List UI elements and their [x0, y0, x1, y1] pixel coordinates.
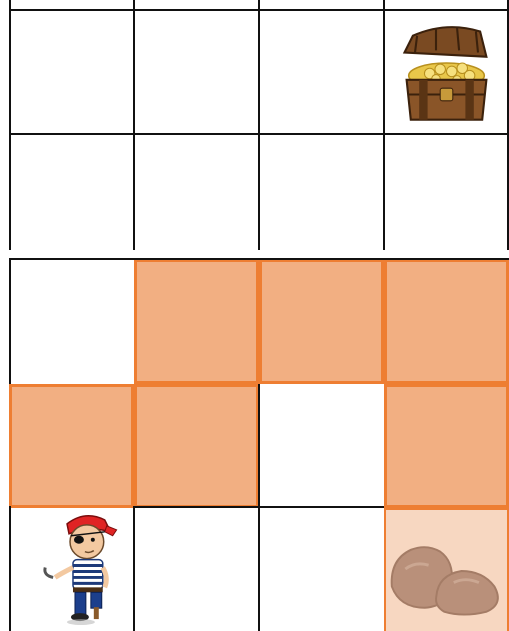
board-cell-empty — [259, 134, 384, 259]
grid-line — [383, 0, 385, 250]
grid-line — [9, 258, 509, 260]
grid-line — [133, 0, 135, 250]
board-cell-water — [134, 259, 259, 384]
rock-icon — [386, 510, 507, 631]
board-cell-empty — [259, 9, 384, 134]
grid-line — [9, 506, 11, 631]
grid-line — [133, 506, 135, 631]
board-cell-empty — [9, 134, 134, 259]
board-cell-water — [134, 384, 259, 508]
board-cell-water — [9, 384, 134, 508]
board-cell-empty — [134, 508, 259, 631]
pirate-icon — [9, 508, 134, 631]
board-cell-empty — [384, 134, 509, 259]
board-cell-pirate — [9, 508, 134, 631]
board-cell-empty — [259, 508, 384, 631]
board-cell-treasure — [384, 9, 509, 134]
grid-line — [258, 384, 260, 631]
board-cell-water — [384, 384, 509, 508]
treasure-chest-icon — [394, 21, 499, 126]
grid-line — [258, 0, 260, 250]
board-cell-rock — [384, 508, 509, 631]
grid-line — [9, 0, 11, 250]
board-cell-water — [384, 259, 509, 384]
board-cell-empty — [9, 9, 134, 134]
board-cell-empty — [134, 134, 259, 259]
board-cell-empty — [134, 9, 259, 134]
board-cell-empty — [259, 384, 384, 508]
board-cell-empty — [9, 259, 134, 384]
grid-line — [9, 259, 11, 384]
board-cell-water — [259, 259, 384, 384]
